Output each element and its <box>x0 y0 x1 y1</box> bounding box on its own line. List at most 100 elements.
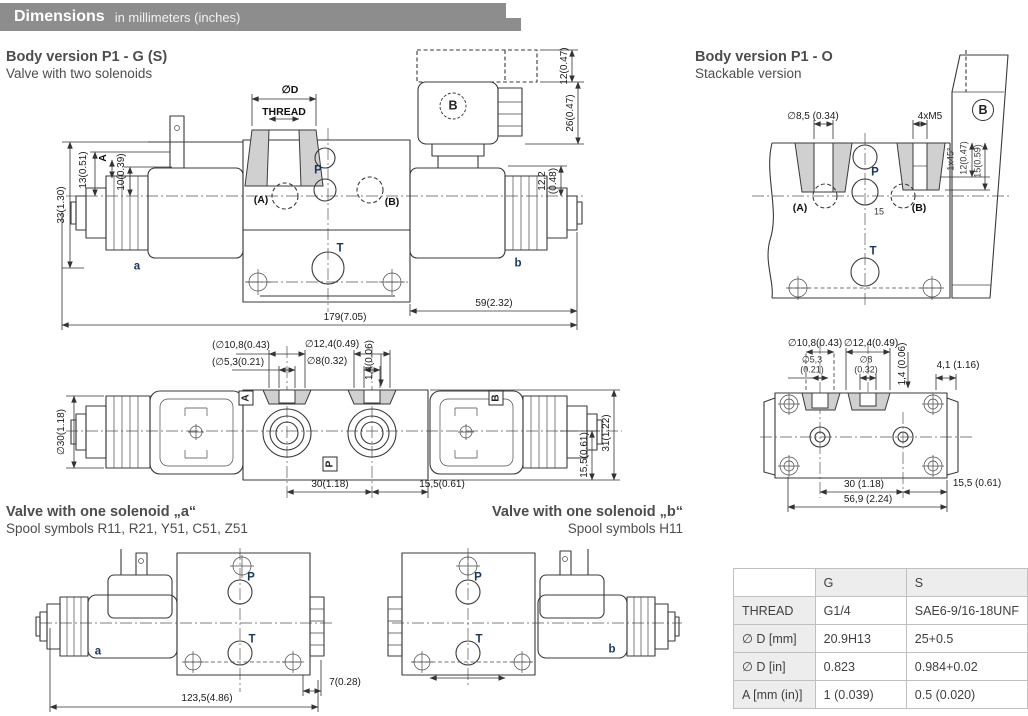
table-row-a: A [mm (in)] 1 (0.039) 0.5 (0.020) <box>733 680 1028 709</box>
port-label: P <box>871 166 879 179</box>
table-row-d-mm: ∅ D [mm] 20.9H13 25+0.5 <box>733 624 1028 653</box>
port-ref-label: (A) <box>792 201 808 214</box>
sol-b-title: Valve with one solenoid „b“ <box>492 504 683 520</box>
port-label: T <box>869 245 877 258</box>
d-in-value-s: 0.984+0.02 <box>905 652 1028 681</box>
port-label: P <box>247 571 255 584</box>
port-ref-label: (B) <box>911 201 927 214</box>
dim-label: ∅D <box>281 83 299 96</box>
dim-label: 12,2 <box>537 171 548 191</box>
header-subtitle: in millimeters (inches) <box>114 9 241 25</box>
table-row-d-in: ∅ D [in] 0.823 0.984+0.02 <box>733 652 1028 681</box>
dim-label: A <box>96 154 109 162</box>
port-label: T <box>475 633 483 646</box>
dim-label: 4xM5 <box>917 111 943 122</box>
drawing-two-solenoids-bottom <box>66 346 622 498</box>
p1g-title: Body version P1 - G (S) <box>6 49 168 65</box>
row-label-d-in: ∅ D [in] <box>733 652 816 681</box>
dim-label: 15,5 (0.61) <box>952 478 1002 489</box>
section-title-sol-a: Valve with one solenoid „a“ Spool symbol… <box>6 503 248 538</box>
sol-a-subtitle: Spool symbols R11, R21, Y51, C51, Z51 <box>6 521 248 537</box>
dim-label: 15,5(0.61) <box>419 479 465 490</box>
thread-spec-table: G S THREAD G1/4 SAE6-9/16-18UNF ∅ D [mm]… <box>733 568 1028 709</box>
drawing-one-solenoid-a <box>35 548 335 712</box>
dim-label: ∅12,4(0.49) <box>304 339 360 350</box>
port-label: b <box>608 643 616 656</box>
p1g-subtitle: Valve with two solenoids <box>6 66 153 82</box>
dim-label: (0.32) <box>854 364 878 375</box>
boxed-letter: P <box>322 456 338 472</box>
dim-label: 7(0.28) <box>329 677 361 688</box>
d-mm-value-s: 25+0.5 <box>905 624 1028 653</box>
dim-label: 12(0.47) <box>958 141 969 175</box>
thread-value-g: G1/4 <box>814 596 907 625</box>
p1o-title: Body version P1 - O <box>695 49 833 65</box>
circled-letter: B <box>972 99 994 121</box>
port-label: P <box>314 164 322 177</box>
dim-label: ∅10,8(0.43) <box>787 338 843 349</box>
sol-b-subtitle: Spool symbols H11 <box>567 521 683 537</box>
dim-label: 10(0.39) <box>116 153 127 191</box>
dim-label: ∅8 <box>859 354 873 365</box>
port-label: a <box>94 645 102 658</box>
d-mm-value-g: 20.9H13 <box>814 624 907 653</box>
section-title-p1o: Body version P1 - O Stackable version <box>695 48 833 83</box>
page-header: Dimensions in millimeters (inches) <box>0 3 521 31</box>
dim-label: 15 <box>873 206 885 217</box>
dim-label: 12(0.47) <box>559 47 570 85</box>
dim-label: 4,1 (1.16) <box>936 360 980 371</box>
circled-letter: B <box>439 92 467 120</box>
boxed-letter: B <box>488 390 504 406</box>
dim-label: 1,4(0.06) <box>364 339 375 381</box>
a-value-s: 0.5 (0.020) <box>905 680 1028 709</box>
dim-label: (0.21) <box>800 364 824 375</box>
dim-label: (∅10,8(0.43) <box>212 340 270 351</box>
thread-value-s: SAE6-9/16-18UNF <box>905 596 1028 625</box>
port-label: P <box>474 571 482 584</box>
drawing-two-solenoids-side <box>61 49 585 330</box>
dim-label: 59(2.32) <box>475 298 513 309</box>
dim-label: ∅8,5 (0.34) <box>787 111 839 122</box>
dim-label: 15(0.59) <box>972 144 983 178</box>
port-ref-label: (B) <box>384 195 400 208</box>
dim-label: (0.48) <box>548 167 559 195</box>
drawing-p1o-side <box>752 50 1012 305</box>
port-label: T <box>336 242 344 255</box>
dim-label: (∅5,3(0.21) <box>211 357 265 368</box>
dim-label: 1x45° <box>945 147 956 171</box>
dim-label: 33(1.30) <box>56 186 67 224</box>
row-label-a: A [mm (in)] <box>733 680 816 709</box>
d-in-value-g: 0.823 <box>814 652 907 681</box>
table-header-row: G S <box>733 568 1028 597</box>
dim-label: 30(1.18) <box>311 479 349 490</box>
dim-label: THREAD <box>262 105 306 118</box>
section-title-sol-b: Valve with one solenoid „b“ Spool symbol… <box>420 503 683 538</box>
a-value-g: 1 (0.039) <box>814 680 907 709</box>
dim-label: 31(1.22) <box>601 414 612 452</box>
row-label-thread: THREAD <box>733 596 816 625</box>
p1o-subtitle: Stackable version <box>695 66 802 82</box>
dim-label: 30 (1.18) <box>843 479 885 490</box>
port-label: a <box>133 260 141 273</box>
dim-label: ∅8(0.32) <box>306 356 348 367</box>
port-label: T <box>248 633 256 646</box>
dim-label: 56,9 (2.24) <box>843 494 893 505</box>
dim-label: 179(7.05) <box>323 312 367 323</box>
dim-label: 123,5(4.86) <box>181 693 233 704</box>
boxed-letter: A <box>238 390 254 406</box>
table-row-thread: THREAD G1/4 SAE6-9/16-18UNF <box>733 596 1028 625</box>
row-label-d-mm: ∅ D [mm] <box>733 624 816 653</box>
dim-label: 15,5(0.61) <box>579 432 590 478</box>
table-corner-cell <box>733 568 816 597</box>
header-title: Dimensions <box>14 8 105 25</box>
dim-label: 13(0.51) <box>78 151 89 189</box>
drawing-p1o-bottom <box>760 342 975 512</box>
port-label: b <box>514 257 522 270</box>
section-title-p1g: Body version P1 - G (S) Valve with two s… <box>6 48 167 83</box>
dim-label: 1,4 (0.06) <box>897 342 908 386</box>
dim-label: ∅30(1.18) <box>56 409 67 455</box>
dim-label: ∅5,3 <box>801 354 823 365</box>
